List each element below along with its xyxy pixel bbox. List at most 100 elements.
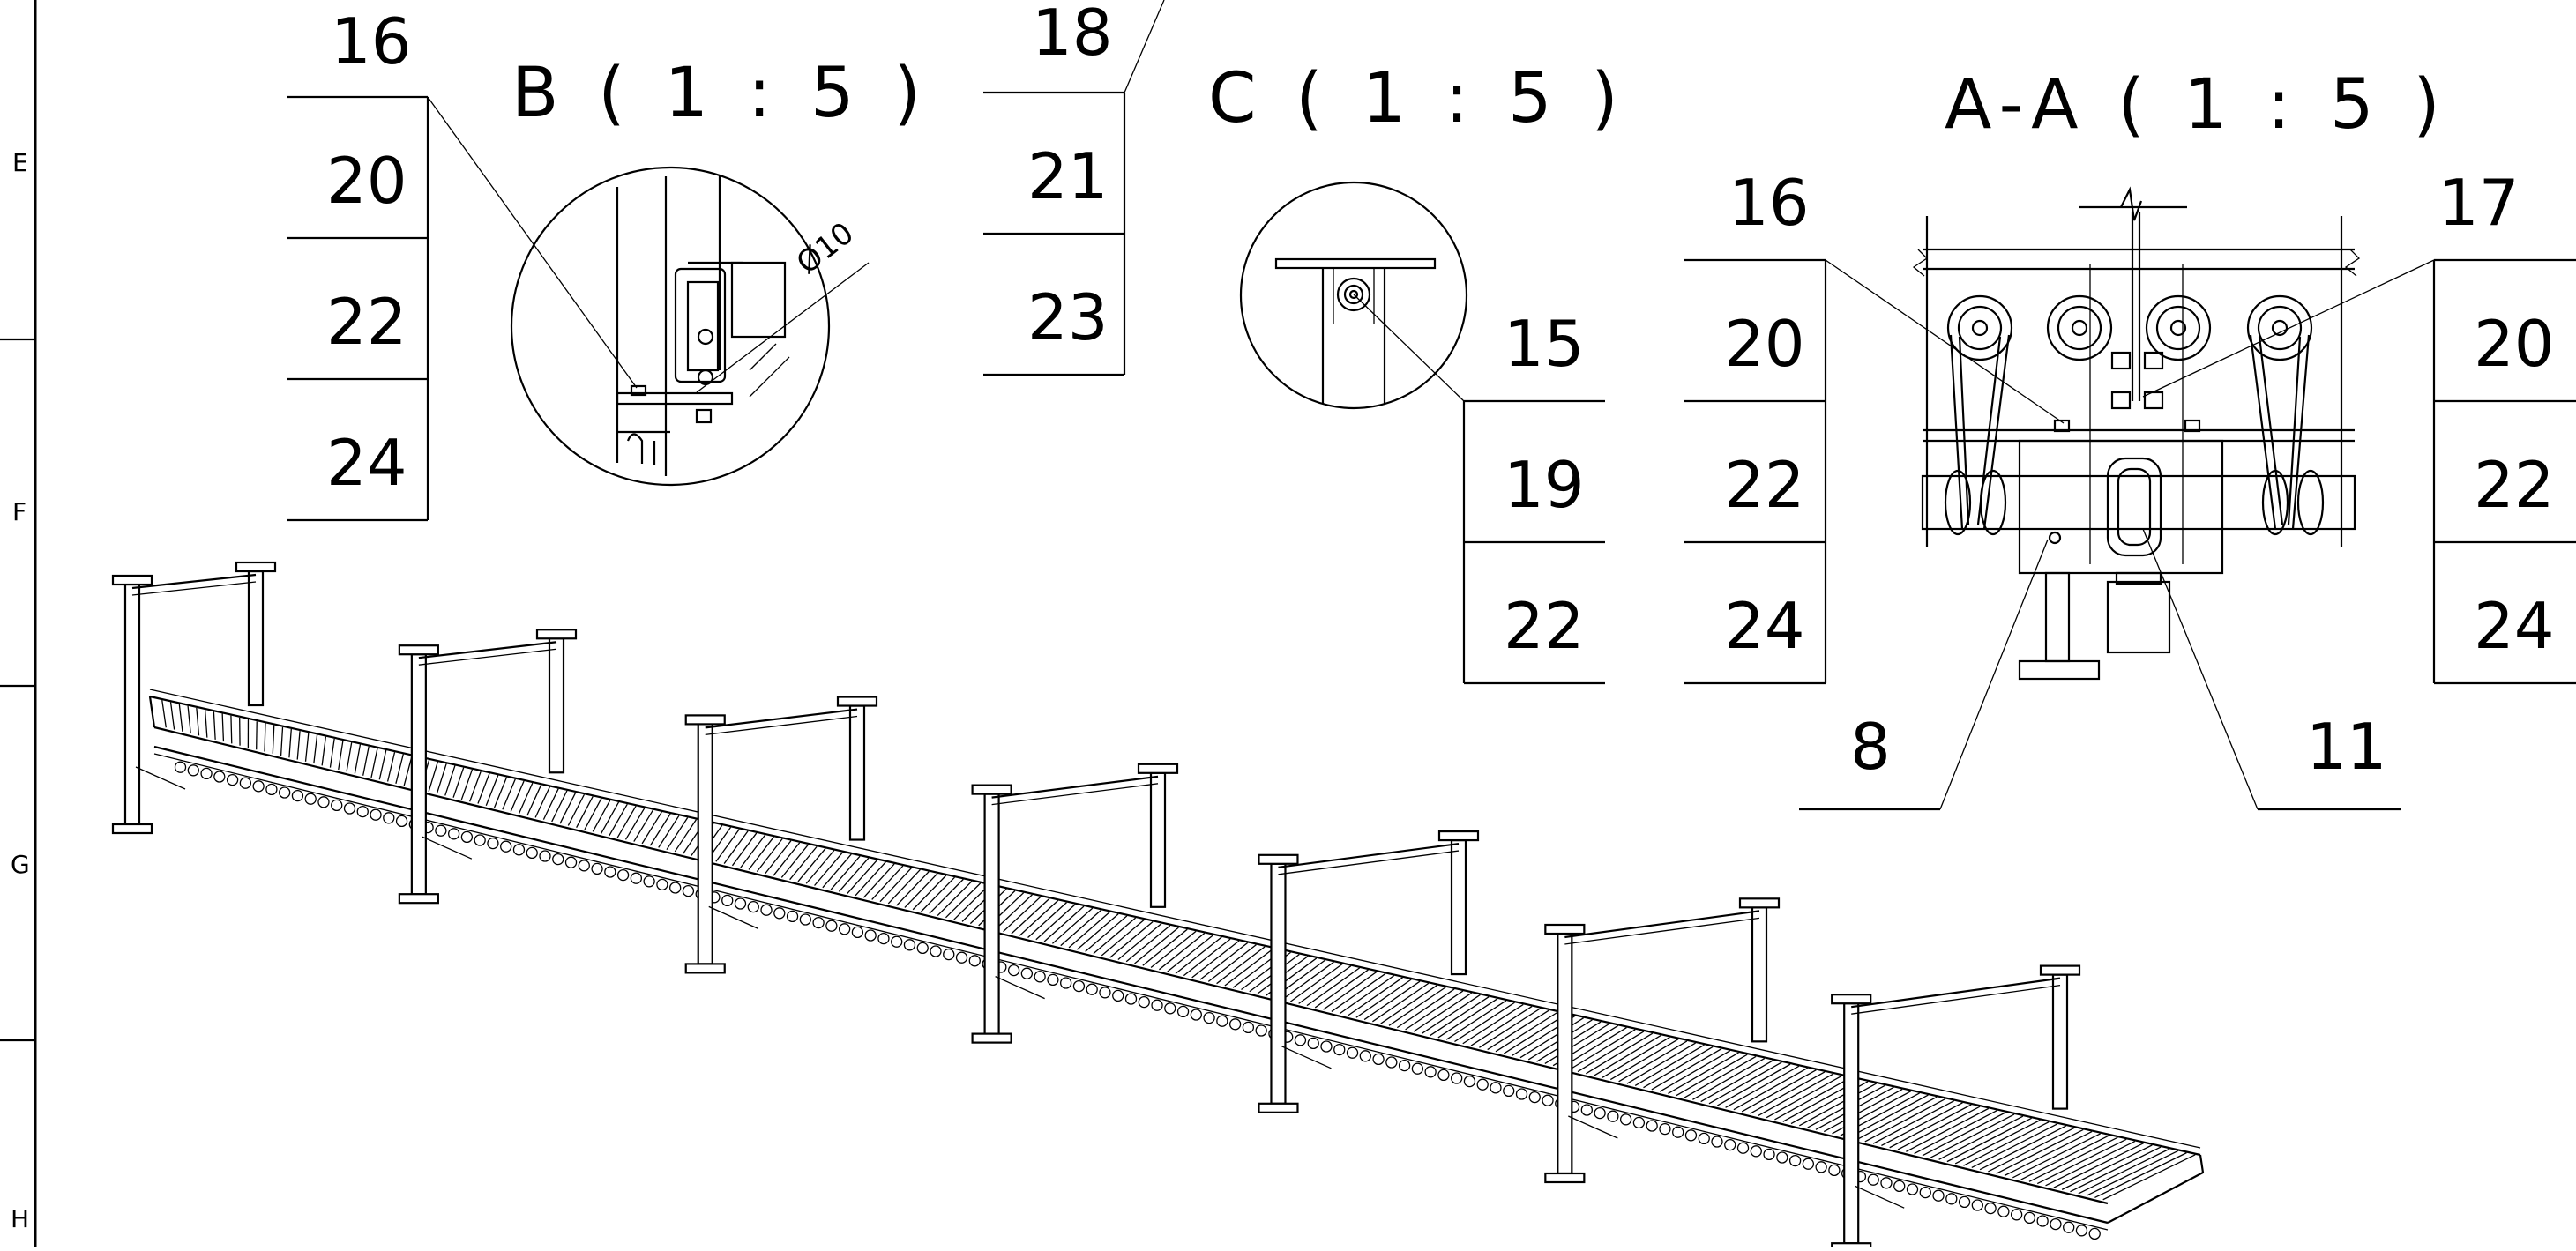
sprocket xyxy=(1790,1156,1801,1166)
frame-back-pad xyxy=(1139,764,1177,773)
sprocket xyxy=(1412,1063,1422,1074)
roller xyxy=(765,841,791,874)
sprocket xyxy=(1998,1206,2009,1217)
roller xyxy=(1324,972,1378,1009)
bed-front-rail-bottom xyxy=(154,747,2108,1223)
sprocket xyxy=(644,876,654,887)
detail-c-title: C ( 1 : 5 ) xyxy=(1208,59,1627,138)
callout-top-partial: 18 21 23 xyxy=(983,0,1164,375)
sprocket xyxy=(605,867,616,877)
roller xyxy=(675,820,696,852)
frame-foot xyxy=(1832,1243,1870,1247)
sprocket xyxy=(840,924,850,935)
callout-aa-right-item-24: 24 xyxy=(2474,589,2555,663)
sprocket xyxy=(1699,1133,1709,1143)
frame-front-pad xyxy=(1258,855,1297,864)
sprocket xyxy=(944,949,954,960)
sprocket xyxy=(501,841,511,852)
sprocket xyxy=(280,787,290,798)
roller xyxy=(716,830,739,862)
callout-detail-c: 15 19 22 xyxy=(1464,307,1605,683)
callout-c-item-22: 22 xyxy=(1504,589,1585,663)
roller xyxy=(1299,966,1351,1004)
roller xyxy=(757,838,782,871)
callout-c-item-19: 19 xyxy=(1504,448,1585,522)
callout-aa-item-8: 8 xyxy=(1850,710,1891,784)
sprocket xyxy=(2024,1212,2035,1223)
roller xyxy=(1947,1118,2032,1161)
sprocket xyxy=(553,854,564,865)
frame-foot xyxy=(1258,1104,1297,1113)
sprocket xyxy=(761,905,772,915)
roller xyxy=(1101,920,1144,956)
sprocket xyxy=(969,956,980,966)
roller xyxy=(568,794,584,825)
callout-top-item-23: 23 xyxy=(1027,280,1109,354)
bed-front-rail-lip xyxy=(154,754,2108,1230)
roller xyxy=(617,806,636,838)
roller xyxy=(1488,1010,1549,1050)
frame-front-pad xyxy=(1832,994,1870,1003)
roller xyxy=(1766,1076,1842,1117)
sprocket xyxy=(397,815,407,826)
sprocket xyxy=(1230,1019,1241,1030)
callout-top-item-21: 21 xyxy=(1027,139,1109,213)
roller xyxy=(437,763,446,793)
bed-back-rail-top xyxy=(150,689,2200,1148)
roller xyxy=(388,752,395,781)
zone-label-e: E xyxy=(12,148,28,177)
sprocket xyxy=(1960,1196,1970,1207)
roller xyxy=(197,708,199,735)
roller xyxy=(1856,1097,1937,1139)
overhead-frame xyxy=(399,629,576,903)
sprocket xyxy=(1725,1140,1736,1150)
callout-b-item-16: 16 xyxy=(331,4,412,78)
roller xyxy=(1906,1108,1988,1151)
sprocket xyxy=(1764,1149,1774,1159)
roller xyxy=(1389,987,1445,1026)
callout-top-item-18: 18 xyxy=(1032,0,1113,70)
sprocket xyxy=(1517,1089,1527,1099)
sprocket xyxy=(1048,974,1058,985)
zone-label-h: H xyxy=(11,1204,29,1233)
roller xyxy=(601,802,619,834)
conveyor-assembly-isometric xyxy=(113,562,2203,1247)
frame-front-leg xyxy=(1844,1003,1858,1243)
roller xyxy=(1086,916,1127,951)
sprocket xyxy=(1829,1165,1840,1175)
frame-front-pad xyxy=(1545,925,1584,934)
roller xyxy=(171,702,175,729)
sprocket xyxy=(1321,1041,1332,1052)
sprocket xyxy=(813,918,824,928)
sprocket xyxy=(1243,1022,1253,1032)
sprocket xyxy=(1464,1076,1475,1087)
roller xyxy=(1758,1074,1833,1115)
roller xyxy=(1332,973,1385,1011)
sprocket xyxy=(1034,972,1045,982)
roller xyxy=(552,791,567,822)
sprocket xyxy=(1452,1073,1462,1083)
sprocket xyxy=(332,800,342,810)
sprocket xyxy=(1594,1108,1605,1119)
roller xyxy=(642,812,661,844)
sprocket xyxy=(357,807,368,817)
sprocket xyxy=(1073,981,1084,992)
sprocket xyxy=(1816,1162,1826,1173)
sprocket xyxy=(1908,1184,1918,1195)
sprocket xyxy=(592,863,602,874)
sprocket xyxy=(1712,1136,1722,1147)
frame-foot xyxy=(399,894,438,903)
roller xyxy=(347,742,352,771)
roller xyxy=(1471,1007,1532,1046)
frame-brace xyxy=(1568,1116,1617,1138)
sprocket xyxy=(449,829,459,839)
sprocket xyxy=(175,762,186,772)
sprocket xyxy=(670,882,681,893)
sprocket xyxy=(735,898,746,909)
sprocket xyxy=(917,942,928,953)
roller xyxy=(1094,918,1136,954)
sprocket xyxy=(1777,1152,1788,1163)
sprocket xyxy=(1504,1085,1514,1096)
bed-front-rail xyxy=(154,727,2108,1203)
roller xyxy=(1019,900,1058,935)
